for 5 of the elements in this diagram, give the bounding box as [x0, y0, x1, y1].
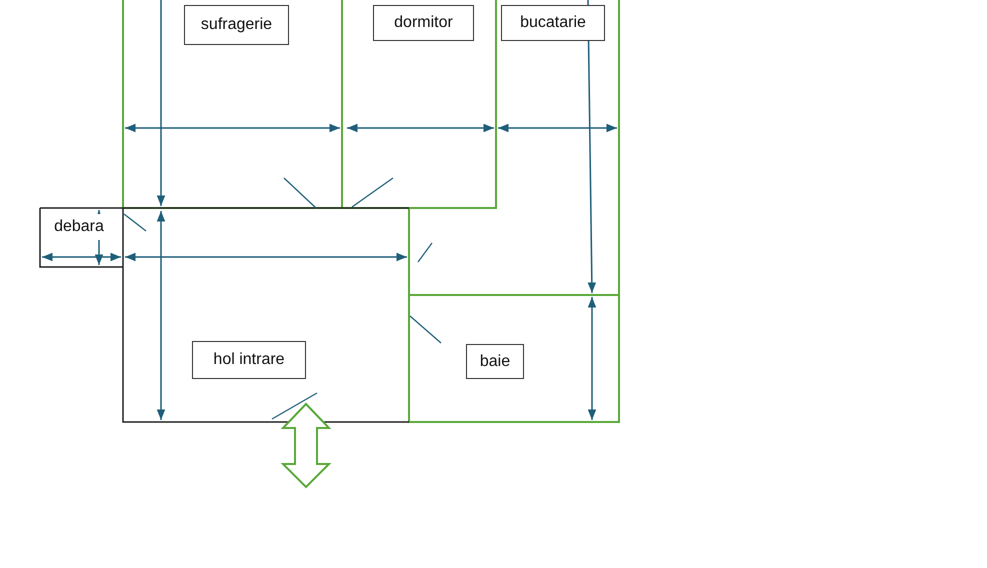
room-label: dormitor	[373, 5, 474, 41]
room-label: hol intrare	[192, 341, 306, 379]
room-label: baie	[466, 344, 524, 379]
room-label: bucatarie	[501, 5, 605, 41]
room-label: sufragerie	[184, 5, 289, 45]
